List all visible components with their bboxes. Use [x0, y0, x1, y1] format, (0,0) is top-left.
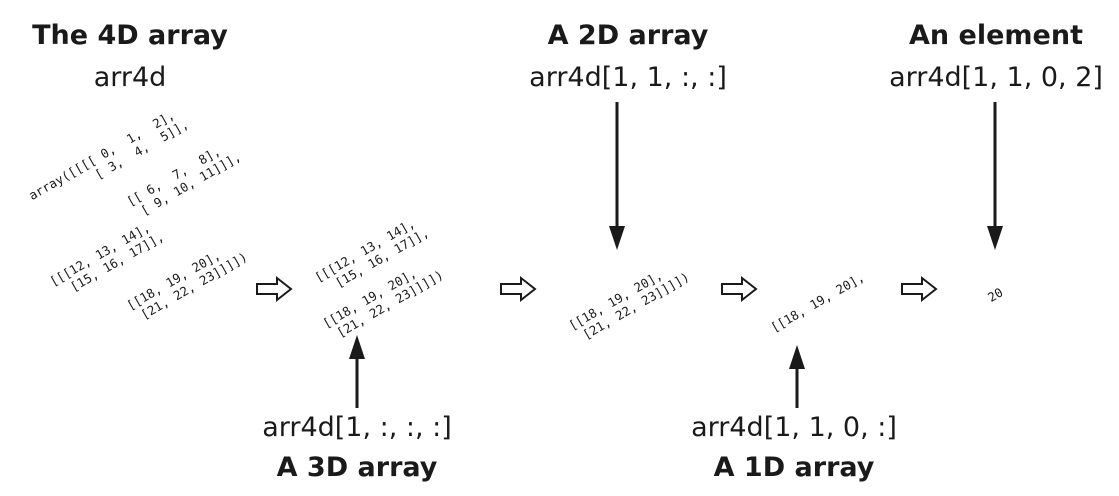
heading-2d-array: A 2D array [547, 20, 709, 51]
expr-4d: arr4d [93, 62, 167, 93]
expr-2d: arr4d[1, 1, :, :] [529, 62, 727, 93]
hollow-arrow-3d-to-2d [500, 275, 537, 303]
hollow-arrow-4d-to-3d [256, 275, 293, 303]
arrow-up-3d [349, 335, 365, 408]
arrow-up-1d [789, 345, 805, 408]
heading-1d-array: A 1D array [713, 452, 875, 483]
arrow-down-element [987, 102, 1003, 250]
heading-3d-array: A 3D array [276, 452, 438, 483]
hollow-arrow-1d-to-element [901, 275, 938, 303]
arrow-down-2d [609, 102, 625, 250]
expr-3d: arr4d[1, :, :, :] [262, 412, 452, 443]
heading-element: An element [909, 20, 1083, 51]
expr-element: arr4d[1, 1, 0, 2] [889, 62, 1103, 93]
expr-1d: arr4d[1, 1, 0, :] [691, 412, 897, 443]
hollow-arrow-2d-to-1d [721, 275, 758, 303]
heading-4d-array: The 4D array [32, 20, 228, 51]
